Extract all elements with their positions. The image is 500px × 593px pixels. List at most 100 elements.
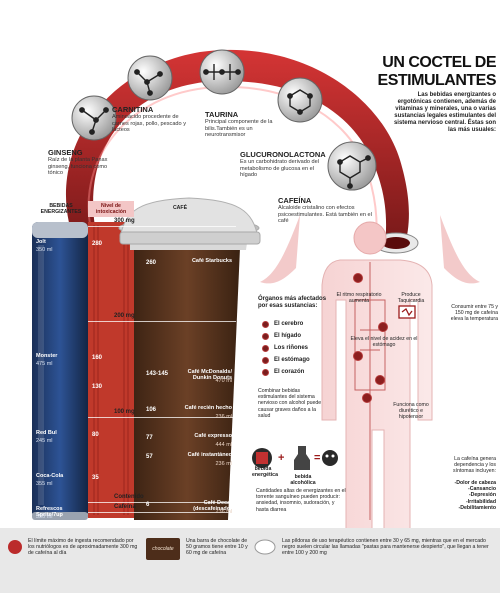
energy-drink-name: Coca-Cola	[36, 472, 64, 479]
header-intoxication: Nivel de intoxicación	[88, 201, 134, 217]
note-respiratory: El ritmo respiratorio aumenta	[336, 292, 382, 305]
note-acidity: Eleva el nivel de acidez en el estómago	[350, 336, 418, 349]
organ-label: El cerebro	[274, 321, 304, 327]
energy-drink-mg: 35	[92, 474, 99, 481]
coffee-mg: 143-145	[146, 370, 169, 377]
coffee-name: Café McDonalds/ Dunkin Donuts	[187, 368, 232, 381]
scale-mark: Cafeína	[114, 504, 136, 510]
separator-line	[88, 226, 236, 227]
organ-label: Los riñones	[274, 345, 309, 351]
energy-drink-mg: 280	[92, 241, 103, 248]
intoxication-tube	[88, 222, 134, 518]
footer-pills: Las píldoras de uso terapéutico contiene…	[282, 538, 489, 557]
energy-drink-mg: 160	[92, 355, 103, 362]
substance-desc: Aminoácido procedente de carnes rojas, p…	[112, 114, 187, 134]
dependence-intro: La cafeína genera dependencia y los sínt…	[453, 456, 496, 475]
coffee-mg: 260	[146, 260, 157, 267]
coffee-name: Café Decaf (descafeinado)	[193, 500, 232, 513]
energy-drink-mg: 80	[92, 431, 99, 438]
coffee-cup	[118, 197, 261, 520]
coffee-mg: 77	[146, 434, 153, 441]
energy-drink-name: Jolt	[36, 239, 46, 246]
coffee-name: Café Starbucks	[191, 258, 232, 265]
substance-desc: Raíz de la planta Panax ginseng, funcion…	[48, 157, 108, 177]
molecule-carnitina	[127, 55, 173, 101]
coffee-mg: 106	[146, 406, 157, 413]
chocolate-bar-label: chocolate	[152, 546, 174, 552]
energy-drink-name: Red Bul	[36, 429, 57, 436]
substance-name: GINSENG	[48, 148, 83, 157]
scale-mark: 300 mg	[114, 218, 135, 224]
equals-sign: =	[314, 452, 321, 464]
organ-dot-icon	[262, 320, 269, 328]
coffee-size: 444 ml	[215, 441, 232, 448]
molecule-glucuronolactona	[277, 77, 323, 123]
scale-mark: Contenido	[114, 494, 144, 501]
separator-line	[88, 321, 236, 323]
organ-item: El corazón	[262, 366, 310, 378]
coffee-name: Café recién hecho	[184, 404, 232, 411]
symptom-item: -Depresión	[468, 492, 496, 499]
organ-dot-icon	[262, 332, 269, 340]
organ-item: Los riñones	[262, 342, 310, 354]
title-line1: UN COCTEL DE	[382, 54, 496, 71]
substance-desc: Principal componente de la bilis.También…	[205, 119, 273, 139]
footer-limit: El límite máximo de ingesta recomendado …	[28, 538, 138, 557]
substance-desc: Es un carbohidrato derivado del metaboli…	[240, 159, 319, 179]
label-energy-drink: bebida energética	[252, 466, 278, 479]
molecule-taurina	[199, 49, 245, 95]
coffee-size: 236 ml	[215, 509, 232, 516]
note-diuretic: Funciona como diurético e hipotensor	[393, 402, 429, 421]
substance-name: CAFEÍNA	[278, 196, 312, 205]
molecule-ginseng	[71, 95, 117, 141]
molecule-cafeina	[327, 141, 377, 191]
intro-text: Las bebidas energizantes o ergotónicas c…	[393, 92, 496, 133]
substance-ginseng: GINSENG Raíz de la planta Panax ginseng,…	[48, 148, 118, 177]
human-body-figure	[260, 215, 480, 541]
energy-drink-size: 245 ml	[36, 437, 53, 444]
scale-mark: 100 mg	[114, 408, 135, 415]
substance-glucuronolactona: GLUCURONOLACTONA Es un carbohidrato deri…	[240, 150, 326, 179]
organ-dot-icon	[262, 368, 269, 376]
energy-drink-size: 475 ml	[36, 361, 53, 368]
organ-label: El corazón	[274, 369, 305, 375]
organ-dot-icon	[262, 356, 269, 364]
organ-label: El estómago	[274, 357, 310, 363]
organs-list: El cerebro El hígado Los riñones El estó…	[262, 318, 310, 378]
organ-label: El hígado	[274, 333, 301, 339]
energy-drink-mg: 130	[92, 384, 103, 391]
substance-name: CARNITINA	[112, 105, 154, 114]
substance-carnitina: CARNITINA Aminoácido procedente de carne…	[112, 105, 192, 134]
coffee-mg: 57	[146, 453, 153, 460]
note-tachycardia: Produce Taquicardia	[397, 292, 425, 305]
header-energy-drinks: BEBIDAS ENERGIZANTES	[40, 203, 82, 216]
energy-drink-size: 355 ml	[36, 480, 53, 487]
title-block: UN COCTEL DE ESTIMULANTES	[368, 54, 497, 90]
high-doses-note: Cantidades altas de energizantes en el t…	[256, 488, 346, 513]
energy-drink-size: 350 ml	[36, 514, 53, 520]
equation-icons	[252, 446, 338, 470]
coffee-size: 236 ml	[215, 460, 232, 467]
substance-name: GLUCURONOLACTONA	[240, 150, 326, 159]
dependence-symptoms: -Dolor de cabeza -Cansancio -Depresión -…	[434, 480, 496, 511]
coffee-size: 470 ml	[215, 377, 232, 384]
footer-icons	[8, 538, 276, 560]
symptom-item: -Cansancio	[468, 486, 496, 493]
energy-drink-size: 350 ml	[36, 247, 53, 254]
separator-line	[88, 502, 236, 504]
energy-drink-name: Monster	[36, 353, 58, 360]
coffee-name: Café expresso	[194, 432, 232, 439]
energy-can	[32, 222, 88, 520]
footer-chocolate: Una barra de chocolate de 50 gramos tien…	[186, 538, 248, 557]
substance-desc: Alcaloide cristalino con efectos psicoes…	[278, 205, 372, 225]
scale-mark: 200 mg	[114, 313, 135, 320]
organ-item: El hígado	[262, 330, 310, 342]
symptom-item: -Irritabilidad	[466, 498, 496, 505]
organ-item: El cerebro	[262, 318, 310, 330]
coffee-mg: 6	[146, 502, 150, 509]
plus-sign: +	[278, 452, 285, 464]
organ-dot-icon	[262, 344, 269, 352]
title-line2: ESTIMULANTES	[377, 72, 497, 89]
